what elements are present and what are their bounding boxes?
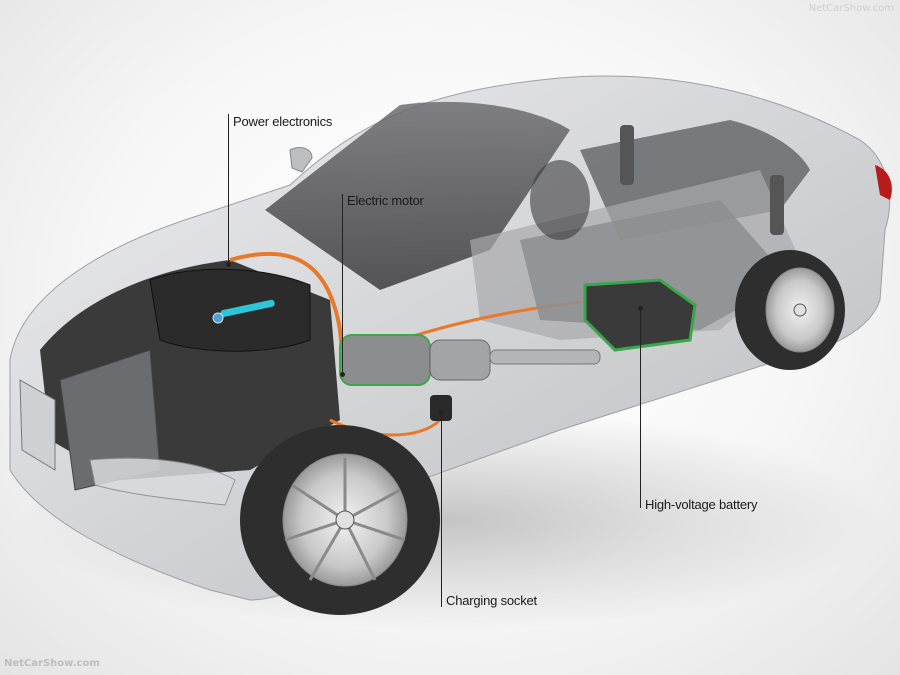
watermark-top-right: NetCarShow.com bbox=[808, 3, 894, 14]
electric-motor bbox=[339, 334, 431, 386]
label-power-electronics: Power electronics bbox=[233, 114, 333, 129]
charging-socket bbox=[430, 395, 452, 421]
leader-dot-high-voltage-battery bbox=[638, 306, 643, 311]
headlight bbox=[89, 457, 236, 506]
engine-cover-roundel bbox=[212, 312, 224, 324]
engine-cover-accent bbox=[220, 299, 275, 317]
left-rear-wheel-hint bbox=[530, 160, 590, 240]
leader-power-electronics bbox=[228, 114, 229, 264]
watermark-bottom-left: NetCarShow.com bbox=[4, 658, 100, 669]
rear-wheel bbox=[735, 250, 845, 370]
rear-shock-left bbox=[620, 125, 634, 185]
leader-high-voltage-battery bbox=[640, 308, 641, 508]
leader-dot-power-electronics bbox=[226, 262, 231, 267]
rear-shock-right bbox=[770, 175, 784, 235]
front-wheel bbox=[240, 425, 440, 615]
leader-charging-socket bbox=[441, 412, 442, 607]
label-charging-socket: Charging socket bbox=[446, 593, 537, 608]
label-high-voltage-battery: High-voltage battery bbox=[645, 497, 758, 512]
driveshaft bbox=[489, 349, 601, 365]
leader-electric-motor bbox=[342, 194, 343, 374]
kidney-grille bbox=[19, 379, 56, 471]
leader-dot-charging-socket bbox=[439, 410, 444, 415]
transmission bbox=[429, 339, 491, 381]
taillight bbox=[875, 165, 892, 200]
leader-dot-electric-motor bbox=[340, 372, 345, 377]
side-mirror bbox=[289, 147, 313, 173]
hv-cable bbox=[229, 251, 347, 381]
label-electric-motor: Electric motor bbox=[347, 193, 424, 208]
